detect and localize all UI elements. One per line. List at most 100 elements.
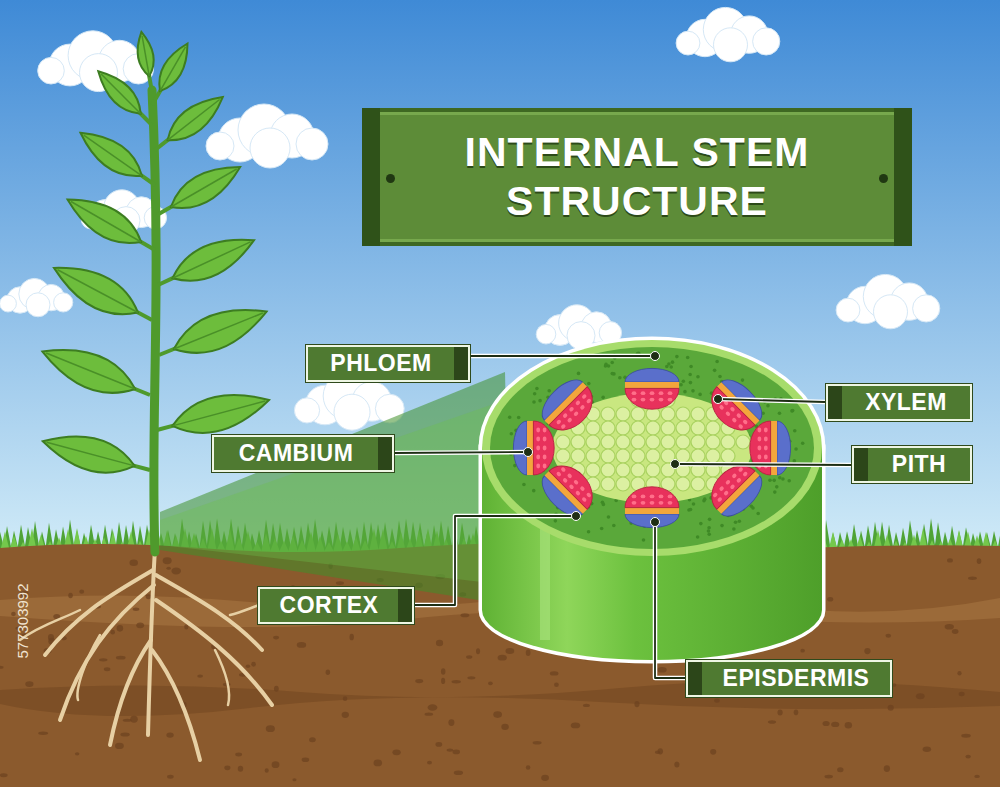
xylem-cell bbox=[723, 490, 729, 496]
phloem-part bbox=[777, 421, 791, 475]
xylem-cell bbox=[764, 437, 768, 442]
soil-speck bbox=[710, 749, 716, 755]
soil-speck bbox=[777, 710, 782, 716]
soil-speck bbox=[476, 648, 480, 654]
cortex-cell bbox=[787, 479, 791, 483]
pith-cell bbox=[601, 421, 615, 435]
xylem-cell bbox=[641, 398, 646, 402]
plant-stem bbox=[152, 90, 156, 552]
xylem-cell bbox=[581, 393, 587, 399]
phloem-part bbox=[625, 514, 679, 528]
soil-speck bbox=[133, 608, 140, 611]
cortex-cell bbox=[801, 441, 805, 445]
pith-cell bbox=[571, 449, 585, 463]
cortex-cell bbox=[751, 506, 755, 510]
soil-speck bbox=[824, 775, 833, 779]
zoom-beam-shape bbox=[160, 372, 510, 605]
part-label: PITH bbox=[892, 451, 946, 478]
sign-nail bbox=[386, 174, 395, 183]
cortex-cell bbox=[738, 519, 742, 523]
cortex-cell bbox=[756, 512, 760, 516]
cortex-cell bbox=[707, 529, 711, 533]
xylem-cell bbox=[536, 437, 540, 442]
soil-speck bbox=[343, 696, 348, 701]
roots bbox=[20, 548, 285, 760]
xylem-cell bbox=[536, 464, 540, 469]
pith-cell bbox=[721, 435, 735, 449]
part-label: EPISDERMIS bbox=[723, 665, 870, 692]
leader-line-halo bbox=[471, 354, 655, 359]
xylem-cell bbox=[543, 455, 547, 460]
soil-speck bbox=[831, 722, 839, 727]
soil-speck bbox=[441, 668, 445, 675]
xylem-cell bbox=[567, 417, 573, 423]
soil-speck bbox=[130, 716, 138, 723]
soil-speck bbox=[167, 775, 174, 779]
pith-cell bbox=[616, 477, 630, 491]
leaf-blade bbox=[168, 384, 273, 443]
soil-speck bbox=[104, 667, 111, 671]
xylem-cell bbox=[757, 428, 761, 433]
soil-speck bbox=[266, 725, 275, 732]
leader-line-halo bbox=[415, 516, 576, 605]
phloem-part bbox=[625, 368, 679, 382]
epidermis-rim bbox=[482, 340, 822, 556]
soil-speck bbox=[827, 597, 833, 602]
cortex-cell bbox=[689, 381, 693, 385]
title: INTERNAL STEM STRUCTURE bbox=[366, 112, 908, 242]
xylem-cell bbox=[579, 486, 585, 492]
leader-dot bbox=[671, 460, 680, 469]
soil-speck bbox=[526, 649, 531, 656]
soil-speck bbox=[392, 749, 400, 755]
cortex-cell bbox=[775, 485, 779, 489]
soil-speck bbox=[674, 761, 679, 767]
part-label-box: XYLEM bbox=[826, 384, 972, 421]
leader-line-halo bbox=[655, 522, 685, 678]
soil-speck bbox=[117, 625, 124, 632]
soil-speck bbox=[129, 560, 137, 566]
xylem-cell bbox=[536, 455, 540, 460]
cortex-cell bbox=[610, 361, 614, 365]
cortex-cell bbox=[683, 390, 687, 394]
pith-cell bbox=[661, 407, 675, 421]
leaf-vein bbox=[142, 36, 149, 76]
soil-speck bbox=[541, 775, 549, 781]
pith-cell bbox=[676, 421, 690, 435]
leaf-blade bbox=[166, 226, 260, 292]
pith-cell bbox=[661, 435, 675, 449]
cortex-cell bbox=[554, 519, 558, 523]
cortex-cell bbox=[696, 375, 700, 379]
cloud-puff bbox=[54, 293, 73, 312]
xylem-cell bbox=[632, 398, 637, 402]
xylem-cell bbox=[562, 477, 568, 483]
leader-line bbox=[415, 516, 576, 605]
cortex-cell bbox=[675, 355, 679, 359]
soil-speck bbox=[845, 722, 852, 729]
xylem-cell bbox=[764, 446, 768, 451]
xylem-cell bbox=[736, 477, 742, 483]
leaf-vein bbox=[58, 270, 138, 313]
cortex-cell bbox=[610, 372, 614, 376]
cortex-cell bbox=[607, 515, 611, 519]
soil-speck bbox=[945, 624, 954, 630]
leaf-blade bbox=[60, 187, 148, 255]
cloud-puff bbox=[250, 128, 290, 168]
soil-speck bbox=[714, 698, 720, 702]
leader-dot bbox=[714, 395, 723, 404]
xylem-part bbox=[549, 456, 602, 509]
cortex-cell bbox=[734, 520, 738, 524]
soil-speck bbox=[265, 768, 269, 772]
xylem-cell bbox=[586, 492, 592, 498]
xylem-cell bbox=[731, 417, 737, 423]
cloud-puff bbox=[38, 57, 65, 84]
pith-cell bbox=[631, 463, 645, 477]
xylem-cell bbox=[659, 391, 664, 395]
xylem-cell bbox=[556, 419, 562, 425]
leaf-vein bbox=[71, 202, 141, 243]
soil-speck bbox=[501, 724, 508, 730]
soil-speck bbox=[447, 748, 454, 751]
xylem-part bbox=[750, 421, 771, 475]
soil-speck bbox=[957, 671, 961, 676]
soil-speck bbox=[146, 594, 152, 599]
pith-cell bbox=[601, 463, 615, 477]
